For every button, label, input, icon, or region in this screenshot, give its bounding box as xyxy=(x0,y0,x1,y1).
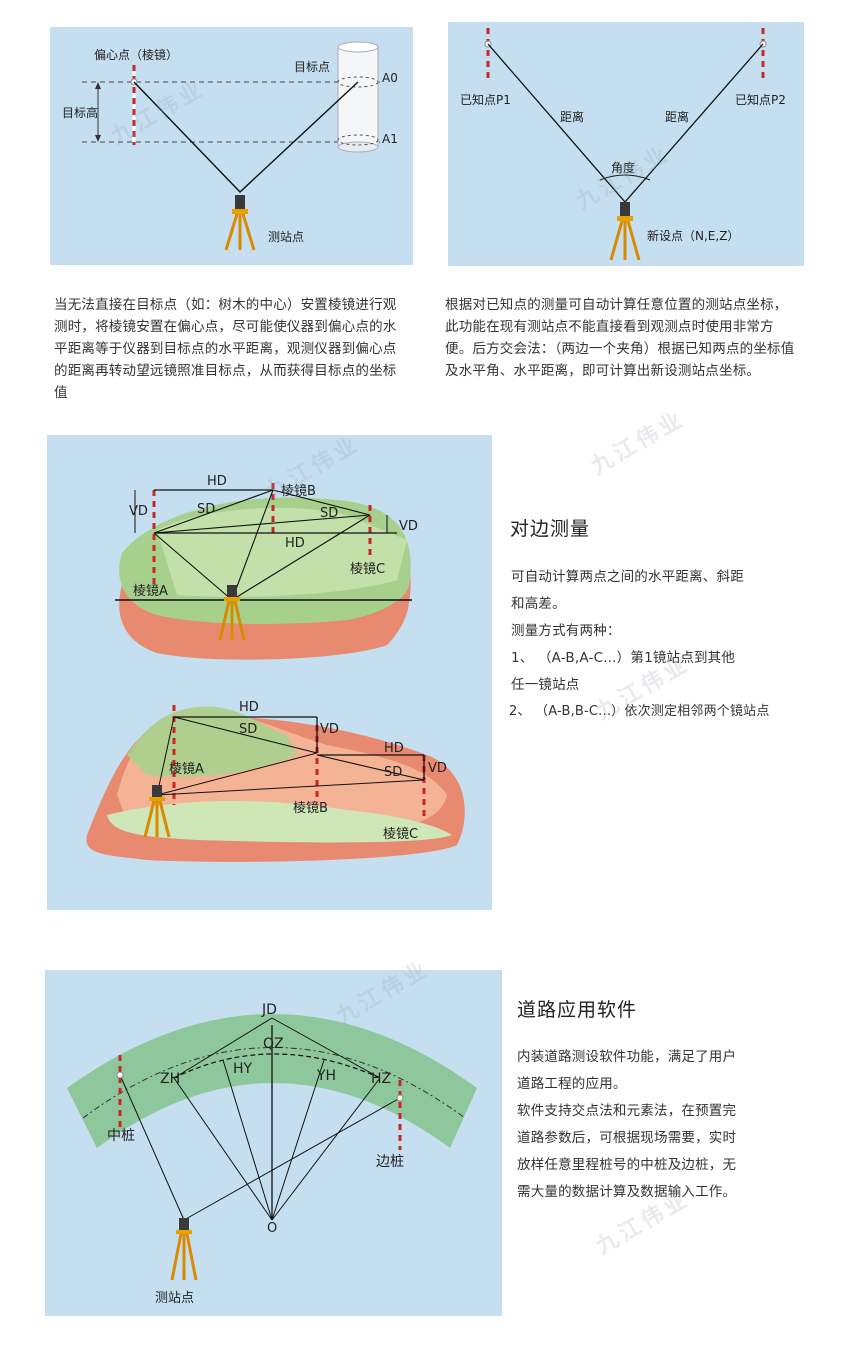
road-line-2: 道路工程的应用。 xyxy=(517,1076,627,1092)
side-stake-label: 边桩 xyxy=(376,1153,404,1170)
hd-label-2: HD xyxy=(285,536,305,551)
prism-label: 偏心点（棱镜） xyxy=(94,47,178,62)
offset-diagram-panel: 偏心点（棱镜） 目标点 目标高 A0 A1 测站点 xyxy=(50,27,413,265)
prism-a-label-2: 棱镜A xyxy=(169,761,204,777)
hz-label: HZ xyxy=(371,1071,391,1087)
mlm-diagram-panel: HD VD SD SD HD VD 棱镜A 棱镜B 棱镜C HD SD VD H… xyxy=(47,435,492,910)
mlm-line-3: 测量方式有两种： xyxy=(511,623,621,639)
sd-label-1: SD xyxy=(197,502,215,517)
prism-b-label-1: 棱镜B xyxy=(281,483,316,499)
angle-label: 角度 xyxy=(611,160,635,175)
prism-a-label-1: 棱镜A xyxy=(133,583,168,599)
p2-label: 已知点P2 xyxy=(735,93,786,107)
station-label: 测站点 xyxy=(155,1291,194,1306)
station-label: 测站点 xyxy=(268,230,304,244)
mlm-line-2: 和高差。 xyxy=(511,596,566,612)
sd-label-2: SD xyxy=(320,506,338,521)
road-line-3: 软件支持交点法和元素法，在预置完 xyxy=(517,1103,737,1119)
road-line-1: 内装道路测设软件功能，满足了用户 xyxy=(517,1049,737,1065)
total-station-icon xyxy=(609,202,641,261)
mlm-line-6: 2、 （A-B,B-C...）依次测定相邻两个镜站点 xyxy=(509,704,770,719)
prism-c-label-1: 棱镜C xyxy=(350,561,385,577)
prism-c-label-2: 棱镜C xyxy=(383,826,418,842)
hd-label-4: HD xyxy=(384,741,404,756)
distance-right-label: 距离 xyxy=(665,109,689,124)
mlm-line-1: 可自动计算两点之间的水平距离、斜距 xyxy=(511,569,744,585)
new-point-label: 新设点（N,E,Z） xyxy=(647,228,739,243)
target-label: 目标点 xyxy=(294,60,330,74)
vd-label-1: VD xyxy=(129,504,148,519)
vd-label-2: VD xyxy=(399,519,418,534)
mlm-heading: 对边测量 xyxy=(510,518,591,540)
vd-label-4: VD xyxy=(428,761,447,776)
offset-diagram: 偏心点（棱镜） 目标点 目标高 A0 A1 测站点 xyxy=(62,41,398,251)
vd-label-3: VD xyxy=(320,722,339,737)
hd-label-3: HD xyxy=(239,700,259,715)
mlm-line-4: 1、 （A-B,A-C...）第1镜站点到其他 xyxy=(511,650,736,666)
a0-label: A0 xyxy=(382,71,398,85)
a1-label: A1 xyxy=(382,132,398,146)
distance-left-label: 距离 xyxy=(560,109,584,124)
p1-label: 已知点P1 xyxy=(460,93,511,107)
total-station-icon xyxy=(224,195,256,251)
jd-label: JD xyxy=(261,1002,277,1018)
offset-description: 当无法直接在目标点（如：树木的中心）安置棱镜进行观测时，将棱镜安置在偏心点，尽可… xyxy=(54,297,397,401)
o-label: O xyxy=(267,1221,277,1236)
watermark: 九江伟业 xyxy=(586,406,690,480)
road-heading: 道路应用软件 xyxy=(517,999,638,1021)
resection-diagram: 已知点P1 已知点P2 距离 距离 角度 新设点（N,E,Z） xyxy=(460,28,786,261)
hd-label-1: HD xyxy=(207,474,227,489)
resection-diagram-panel: 已知点P1 已知点P2 距离 距离 角度 新设点（N,E,Z） xyxy=(448,22,804,266)
road-line-6: 需大量的数据计算及数据输入工作。 xyxy=(517,1184,737,1200)
prism-b-label-2: 棱镜B xyxy=(293,800,328,816)
qz-label: QZ xyxy=(263,1036,284,1052)
yh-label: YH xyxy=(316,1068,336,1084)
mlm-line-5: 任一镜站点 xyxy=(511,677,580,693)
mlm-diagram: HD VD SD SD HD VD 棱镜A 棱镜B 棱镜C HD SD VD H… xyxy=(86,474,465,862)
zh-label: ZH xyxy=(160,1071,180,1087)
road-diagram-panel: JD QZ ZH HY YH HZ O 中桩 边桩 测站点 xyxy=(45,970,502,1316)
road-line-5: 放样任意里程桩号的中桩及边桩，无 xyxy=(517,1157,737,1173)
road-line-4: 道路参数后，可根据现场需要，实时 xyxy=(517,1130,737,1146)
sd-label-3: SD xyxy=(239,722,257,737)
center-stake-label: 中桩 xyxy=(107,1127,135,1144)
hy-label: HY xyxy=(233,1061,253,1077)
height-label: 目标高 xyxy=(62,105,98,120)
resection-description: 根据对已知点的测量可自动计算任意位置的测站点坐标，此功能在现有测站点不能直接看到… xyxy=(445,297,795,379)
sd-label-4: SD xyxy=(384,765,402,780)
road-diagram: JD QZ ZH HY YH HZ O 中桩 边桩 测站点 xyxy=(67,1002,477,1306)
